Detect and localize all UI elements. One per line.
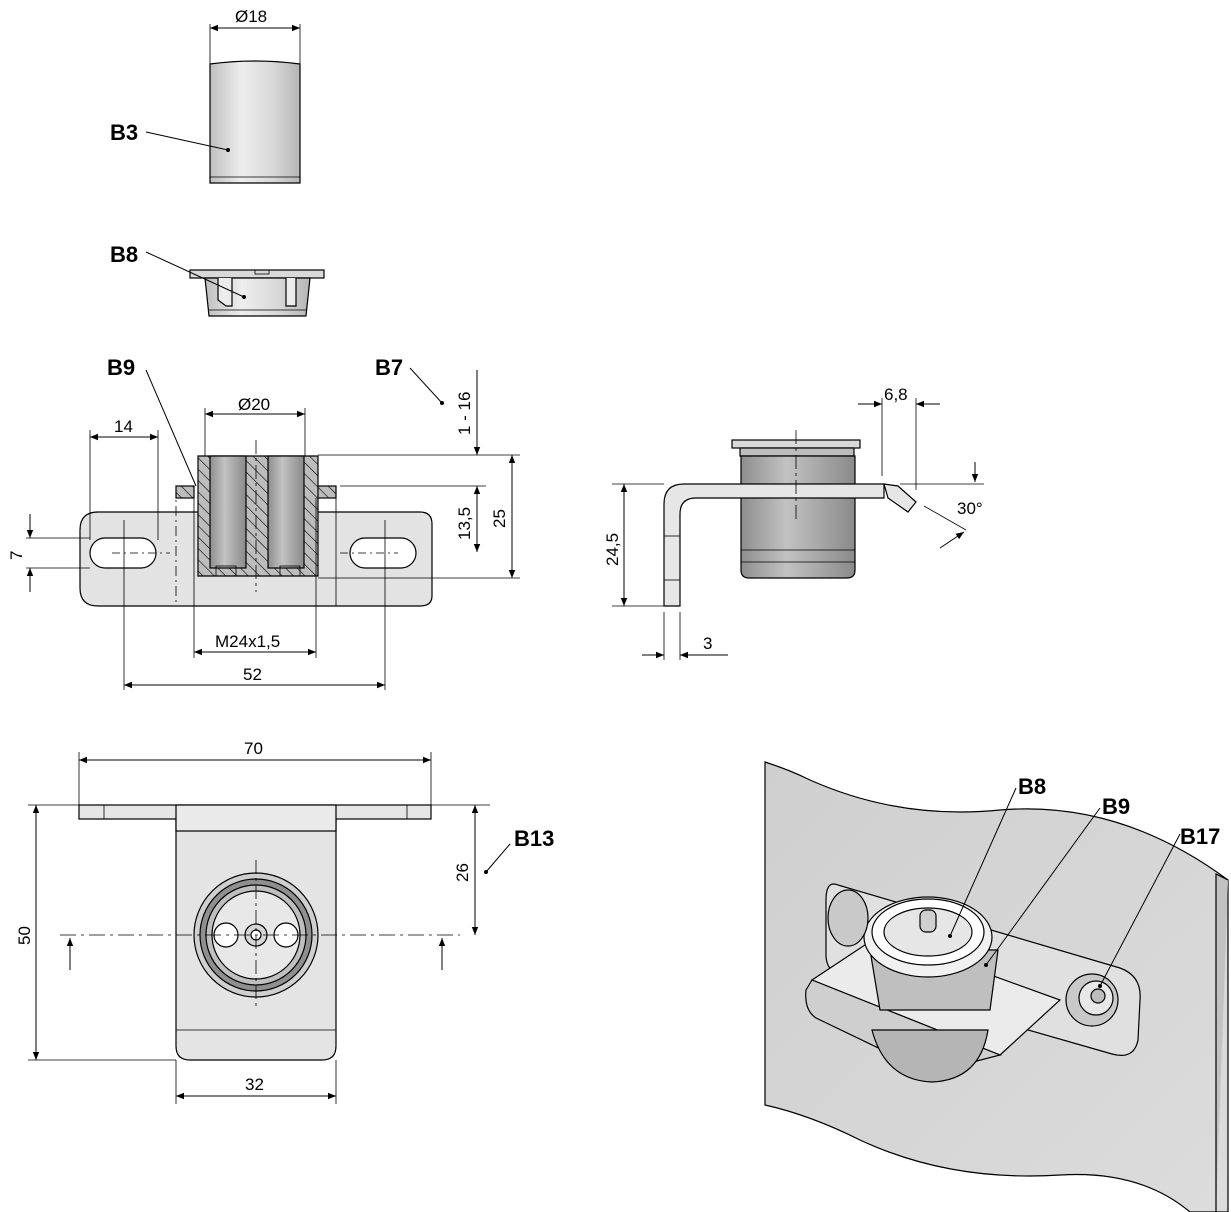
dim-adjust-range: 1 - 16 bbox=[455, 392, 474, 435]
clip-view-b8: B8 bbox=[110, 242, 325, 317]
dim-tongue-width: 32 bbox=[245, 1075, 264, 1094]
label-b3: B3 bbox=[110, 120, 138, 145]
top-view: 70 50 26 32 B13 bbox=[15, 739, 554, 1104]
dim-tab-width: 6,8 bbox=[884, 385, 908, 404]
dim-total-height: 25 bbox=[490, 509, 509, 528]
side-view: 6,8 30° 24,5 3 bbox=[603, 385, 984, 660]
dim-bush-height: 13,5 bbox=[455, 507, 474, 540]
dim-bend-height: 24,5 bbox=[603, 533, 622, 566]
isometric-view: B8 B9 B17 bbox=[764, 761, 1229, 1212]
dim-thickness: 3 bbox=[703, 634, 712, 653]
label-b9: B9 bbox=[107, 355, 135, 380]
label-iso-b8: B8 bbox=[1018, 774, 1046, 799]
dim-thread: M24x1,5 bbox=[215, 632, 280, 651]
label-b13: B13 bbox=[514, 826, 554, 851]
cap-view-b3: Ø18 B3 bbox=[110, 7, 301, 184]
dim-hole-spacing: 52 bbox=[243, 665, 262, 684]
dim-bore-diameter: Ø20 bbox=[238, 395, 270, 414]
dim-bend-angle: 30° bbox=[957, 499, 983, 518]
label-b7: B7 bbox=[375, 355, 403, 380]
dim-cap-diameter: Ø18 bbox=[235, 7, 267, 26]
dim-plate-height: 50 bbox=[15, 926, 34, 945]
front-section-view: Ø20 14 7 1 - 16 13,5 25 M24x1,5 52 B9 bbox=[7, 355, 520, 690]
label-iso-b17: B17 bbox=[1180, 824, 1220, 849]
label-iso-b9: B9 bbox=[1102, 794, 1130, 819]
dim-center-height: 26 bbox=[453, 863, 472, 882]
dim-slot-offset: 14 bbox=[114, 417, 133, 436]
dim-slot-width: 7 bbox=[7, 551, 26, 560]
dim-plate-length: 70 bbox=[244, 739, 263, 758]
label-b8: B8 bbox=[110, 242, 138, 267]
